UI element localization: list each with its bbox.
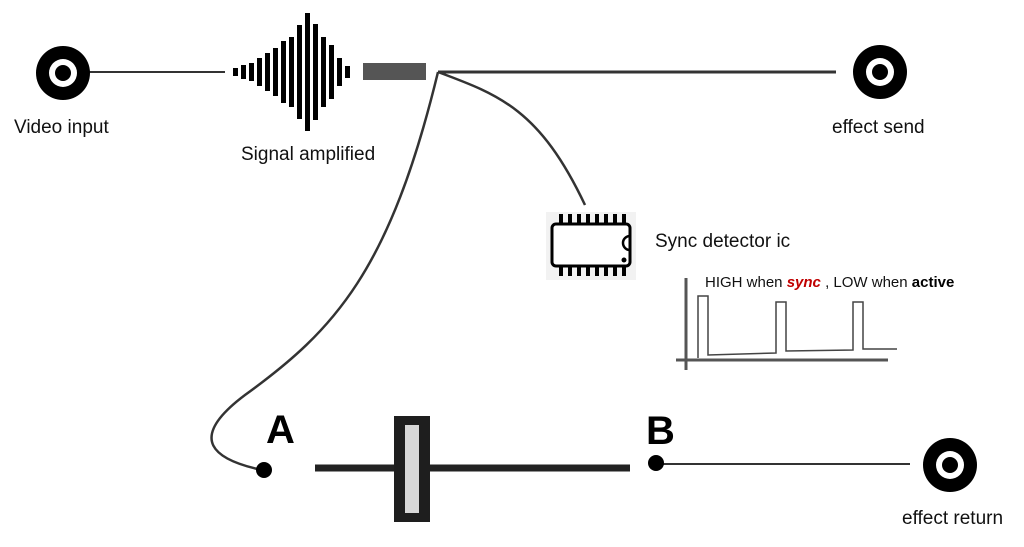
amplifier-output-block: [363, 63, 426, 80]
signal-amplified-label: Signal amplified: [241, 144, 376, 165]
waveform-bar: [249, 63, 254, 81]
chip-pin: [568, 266, 572, 276]
effect-return-label: effect return: [902, 508, 1004, 529]
waveform-bar: [313, 24, 318, 120]
effect-return-jack[interactable]: [923, 438, 977, 492]
amplified-signal-waveform: [233, 13, 350, 131]
waveform-bar: [265, 53, 270, 91]
point-b-dot[interactable]: [648, 455, 664, 471]
chip-pin: [613, 266, 617, 276]
chip-pin: [586, 214, 590, 224]
sync-note-sync-word: sync: [786, 274, 821, 291]
waveform-bar: [337, 58, 342, 86]
chip-pin: [577, 214, 581, 224]
sync-detector-label: Sync detector ic: [655, 231, 791, 252]
sync-pulse-trace: [697, 295, 897, 358]
effect-send-jack[interactable]: [853, 45, 907, 99]
point-b-label: B: [646, 409, 675, 453]
chip-pin: [559, 214, 563, 224]
chip-pin: [577, 266, 581, 276]
sync-note-part1: HIGH when: [705, 274, 787, 291]
waveform-bar: [321, 37, 326, 107]
wire-to-sync-detector: [437, 70, 587, 206]
effect-send-label: effect send: [832, 117, 925, 138]
waveform-bar: [297, 25, 302, 119]
chip-pin: [595, 214, 599, 224]
chip-pin: [568, 214, 572, 224]
video-input-label: Video input: [14, 117, 109, 138]
waveform-bar: [241, 65, 246, 79]
waveform-bar: [345, 66, 350, 78]
sync-note-part2: , LOW when: [820, 274, 912, 291]
waveform-bar: [257, 58, 262, 86]
chip-pin: [604, 266, 608, 276]
chip-pin: [622, 214, 626, 224]
sync-behavior-note: HIGH when sync , LOW when active: [705, 274, 954, 291]
wire-to-point-a: [210, 71, 440, 472]
point-a-dot[interactable]: [256, 462, 272, 478]
waveform-bar: [233, 68, 238, 76]
chip-pin: [604, 214, 608, 224]
waveform-bar: [289, 37, 294, 107]
chip-pin: [586, 266, 590, 276]
waveform-bar: [281, 41, 286, 103]
waveform-bar: [329, 45, 334, 99]
switch-knob[interactable]: [394, 416, 430, 522]
point-a-label: A: [266, 408, 295, 452]
sync-signal-graph: [676, 278, 897, 370]
chip-pin: [622, 266, 626, 276]
waveform-bar: [273, 48, 278, 96]
sync-note-active-word: active: [911, 274, 955, 291]
video-input-jack[interactable]: [36, 46, 90, 100]
chip-pin: [595, 266, 599, 276]
chip-pin: [559, 266, 563, 276]
chip-pin: [613, 214, 617, 224]
waveform-bar: [305, 13, 310, 131]
sync-detector-chip-icon: [546, 212, 636, 280]
